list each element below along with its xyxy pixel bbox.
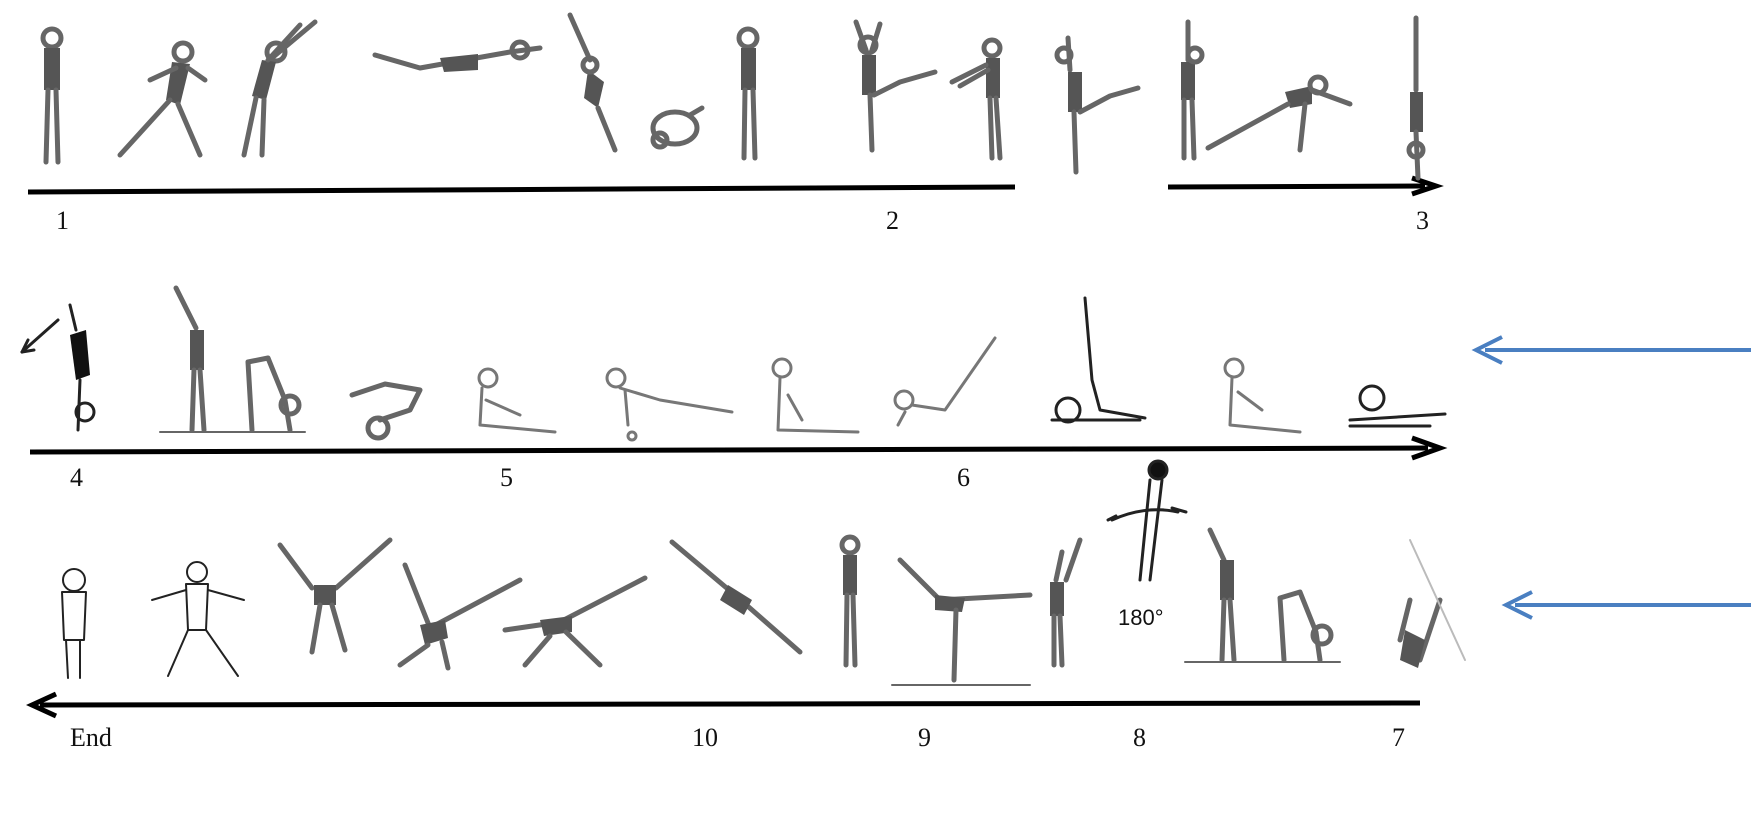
- step-label-3: 3: [1416, 208, 1429, 234]
- step-label-2: 2: [886, 208, 899, 234]
- gymnast-figure-icon: [1225, 359, 1300, 432]
- gymnast-figure-icon: [1052, 298, 1145, 422]
- gymnast-figure-icon: [607, 369, 732, 440]
- gymnast-figure-icon: [62, 569, 86, 678]
- gymnast-figure-icon: [120, 43, 205, 155]
- gymnast-figure-icon: [505, 578, 645, 665]
- step-label-8: 8: [1133, 725, 1146, 751]
- gymnast-figure-icon: [1181, 22, 1202, 158]
- step-label-5: 5: [500, 465, 513, 491]
- gymnast-figure-icon: [856, 22, 935, 150]
- turn-annotation: 180°: [1118, 607, 1164, 629]
- gymnast-figure-icon: [280, 540, 390, 652]
- gymnast-figure-icon: [1409, 18, 1423, 178]
- gymnast-figure-icon: [842, 537, 858, 665]
- gymnast-figure-icon: [892, 560, 1030, 685]
- gymnast-figure-icon: [653, 108, 702, 147]
- gymnast-figure-icon: [248, 358, 299, 430]
- timeline-row-2: [30, 438, 1440, 458]
- step-label-7: 7: [1392, 725, 1405, 751]
- gymnast-figure-icon: [570, 15, 615, 150]
- gymnast-figure-icon: [1057, 38, 1138, 172]
- gymnast-figure-icon: [352, 384, 420, 438]
- gymnast-figure-icon: [952, 40, 1000, 158]
- gymnast-figure-icon: [1108, 461, 1186, 580]
- gymnast-figure-icon: [1280, 592, 1331, 660]
- gymnast-figure-icon: [400, 565, 520, 668]
- gymnast-figure-icon: [739, 29, 757, 158]
- flow-arrow-icon: [1506, 592, 1751, 618]
- timeline-row-3: [32, 694, 1420, 716]
- step-label-9: 9: [918, 725, 931, 751]
- step-label-6: 6: [957, 465, 970, 491]
- gymnast-figure-icon: [1350, 386, 1445, 426]
- gymnast-figure-icon: [22, 305, 94, 430]
- gymnast-figure-icon: [773, 359, 858, 432]
- step-label-4: 4: [70, 465, 83, 491]
- gymnast-figure-icon: [375, 42, 540, 72]
- gymnast-figure-icon: [1050, 540, 1080, 665]
- gymnast-figure-icon: [152, 562, 244, 676]
- gymnast-figure-icon: [1208, 77, 1350, 150]
- gymnast-figure-icon: [43, 29, 61, 162]
- step-label-end: End: [70, 725, 112, 751]
- step-label-1: 1: [56, 208, 69, 234]
- gymnast-figure-icon: [244, 22, 315, 155]
- gymnast-figure-icon: [479, 369, 555, 432]
- gymnast-figure-icon: [1400, 540, 1465, 668]
- step-label-10: 10: [692, 725, 718, 751]
- timeline-row-1: [28, 178, 1436, 194]
- gymnast-figure-icon: [672, 542, 800, 652]
- flow-arrow-icon: [1476, 337, 1751, 363]
- gymnast-figure-icon: [895, 338, 995, 425]
